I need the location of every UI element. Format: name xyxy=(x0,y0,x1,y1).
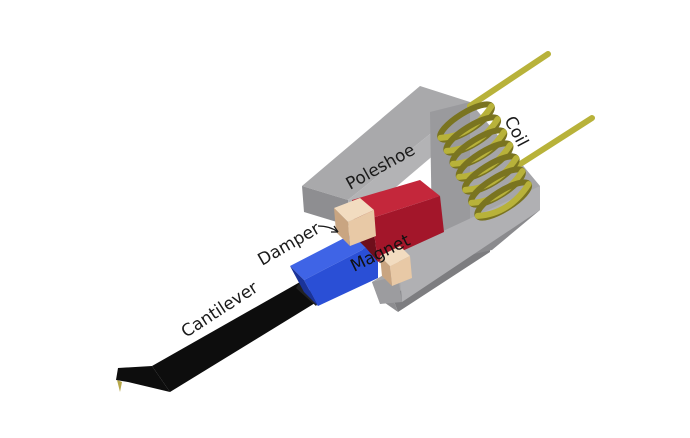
coil-winding-front xyxy=(474,181,532,219)
damper-arrow xyxy=(317,225,339,233)
stylus-tip xyxy=(117,380,122,392)
damper-upper xyxy=(334,198,376,246)
coil-wire-upper xyxy=(467,51,551,109)
magnet xyxy=(290,180,444,306)
coil xyxy=(437,101,533,221)
coil-wire-lower xyxy=(511,115,595,171)
damper-lower xyxy=(380,246,412,286)
